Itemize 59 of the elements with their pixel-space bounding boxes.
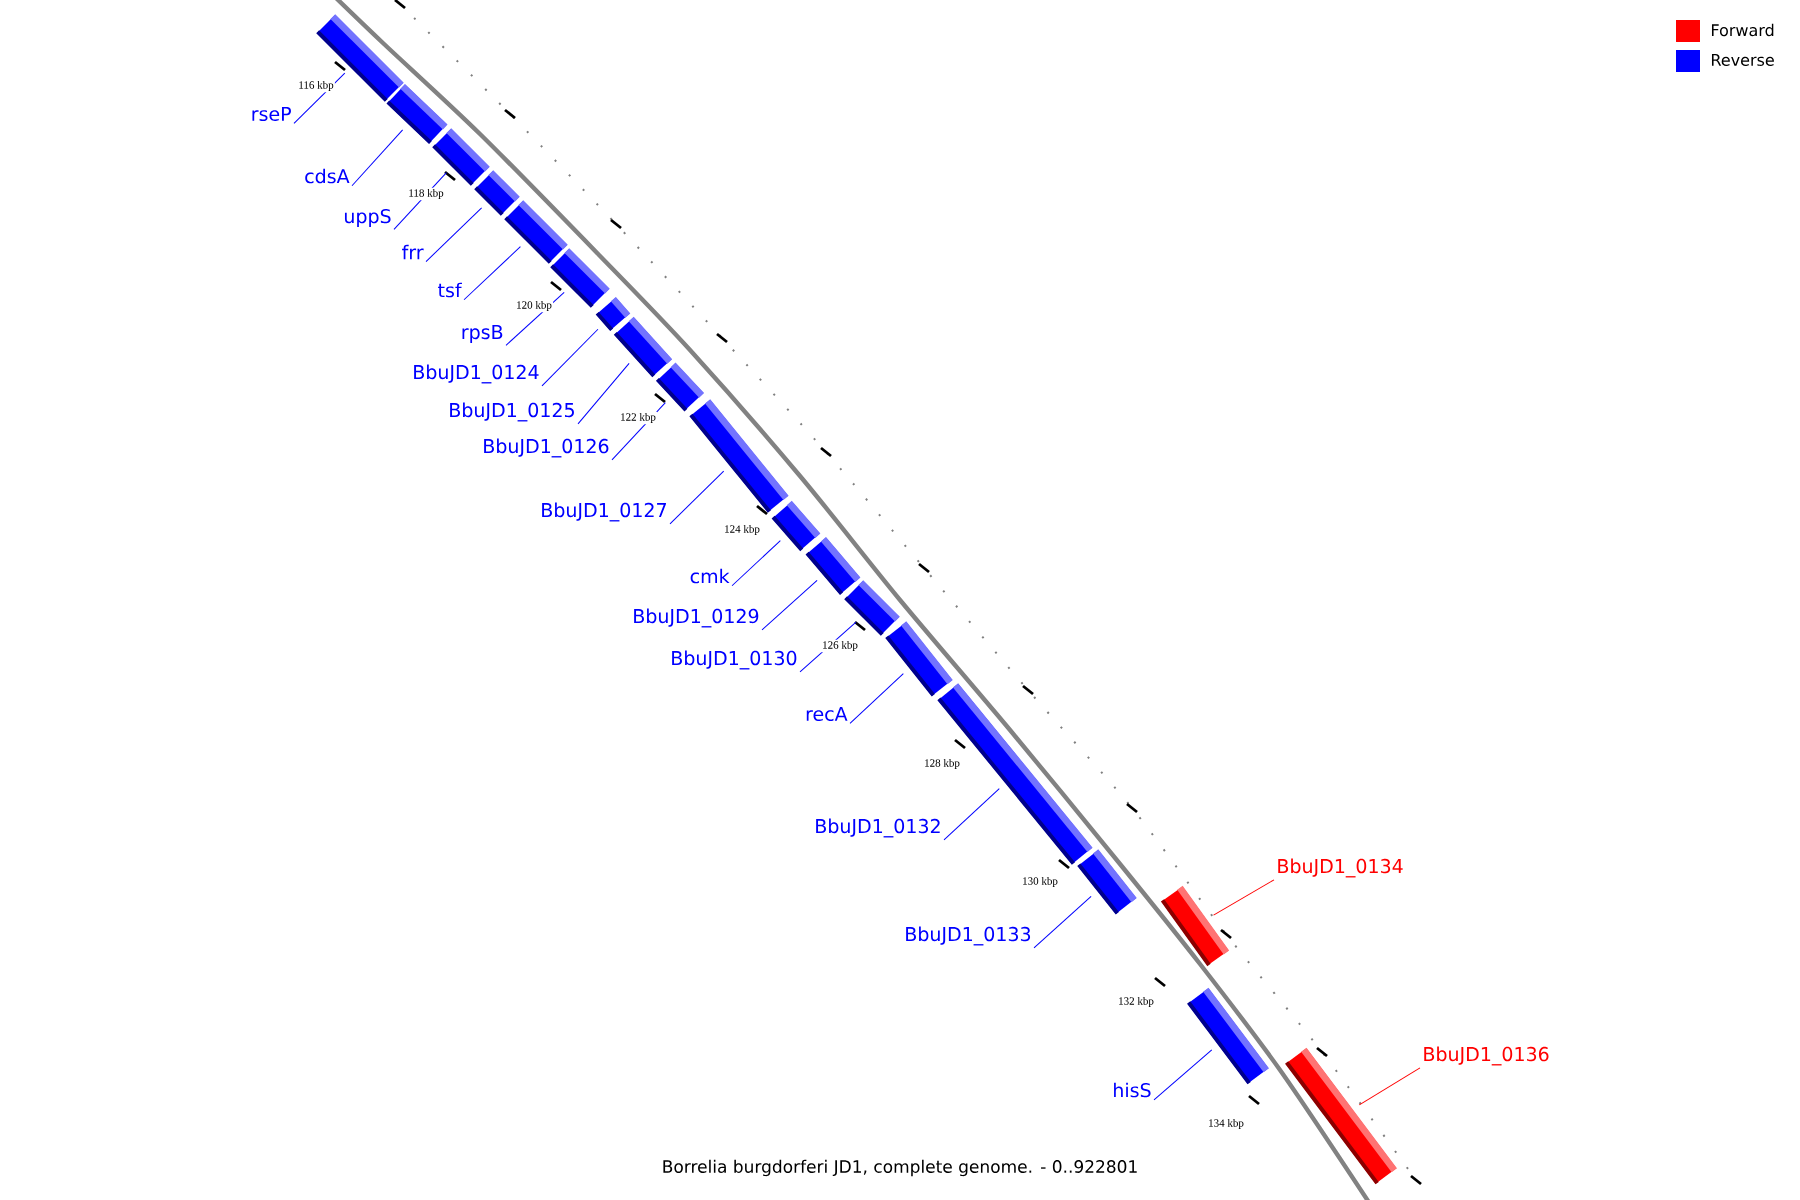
legend-label: Forward xyxy=(1712,23,1774,37)
leader-line xyxy=(731,540,781,587)
leader-line xyxy=(293,72,346,124)
gene-label: recA xyxy=(806,706,848,722)
gene-block xyxy=(771,500,821,552)
gene-label: BbuJD1_0130 xyxy=(672,650,797,670)
gene-block xyxy=(316,14,404,102)
leader-line xyxy=(351,129,404,187)
leader-line xyxy=(1033,895,1092,949)
gene-label: cdsA xyxy=(305,168,350,184)
gene-label: rseP xyxy=(252,106,291,122)
gene-block xyxy=(1285,1047,1397,1185)
gene-label: cmk xyxy=(690,568,730,584)
leader-line xyxy=(1153,1049,1213,1101)
legend-label: Reverse xyxy=(1712,54,1774,66)
gene-label: BbuJD1_0124 xyxy=(414,364,539,384)
leader-line xyxy=(1213,879,1275,916)
leader-line xyxy=(799,621,857,673)
gene-block xyxy=(689,399,789,513)
gene-block xyxy=(1187,987,1269,1085)
leader-line xyxy=(541,328,599,387)
leader-line xyxy=(669,470,725,525)
leader-line xyxy=(849,673,904,724)
gene-label: uppS xyxy=(345,208,391,227)
gene-label: BbuJD1_0136 xyxy=(1424,1046,1549,1066)
caption: Borrelia burgdorferi JD1, complete genome. - 0..922801 xyxy=(663,1159,1137,1177)
gene-label: BbuJD1_0125 xyxy=(450,402,574,422)
gene-block xyxy=(595,296,631,332)
gene-block xyxy=(432,128,490,186)
gene-label: BbuJD1_0129 xyxy=(634,608,759,628)
leader-line xyxy=(1358,1067,1421,1106)
gene-label: BbuJD1_0133 xyxy=(906,926,1031,946)
leader-line xyxy=(393,172,447,230)
gene-block xyxy=(550,248,610,308)
leader-line xyxy=(943,788,1000,841)
leader-line xyxy=(761,579,818,631)
gene-label: frr xyxy=(402,244,424,260)
gene-block xyxy=(386,84,448,144)
gene-label: BbuJD1_0127 xyxy=(542,502,666,522)
gene-block xyxy=(885,621,953,697)
gene-label: BbuJD1_0126 xyxy=(484,438,609,458)
gene-block xyxy=(844,580,900,636)
gene-label: hisS xyxy=(1114,1082,1151,1098)
gene-block xyxy=(1160,885,1230,967)
gene-block xyxy=(613,316,673,378)
gene-block xyxy=(1077,849,1137,915)
leader-line xyxy=(463,246,521,301)
gene-block xyxy=(655,362,705,412)
leader-line xyxy=(577,362,630,425)
gene-label: BbuJD1_0134 xyxy=(1278,858,1403,878)
leader-line xyxy=(505,291,565,346)
gene-block xyxy=(937,683,1093,865)
gene-label: rpsB xyxy=(462,325,503,343)
gene-block xyxy=(805,537,861,595)
gene-block xyxy=(504,200,568,264)
gene-label: BbuJD1_0132 xyxy=(816,818,940,838)
gene-label: tsf xyxy=(438,282,462,298)
leader-line xyxy=(425,207,483,263)
gene-block xyxy=(474,170,520,216)
